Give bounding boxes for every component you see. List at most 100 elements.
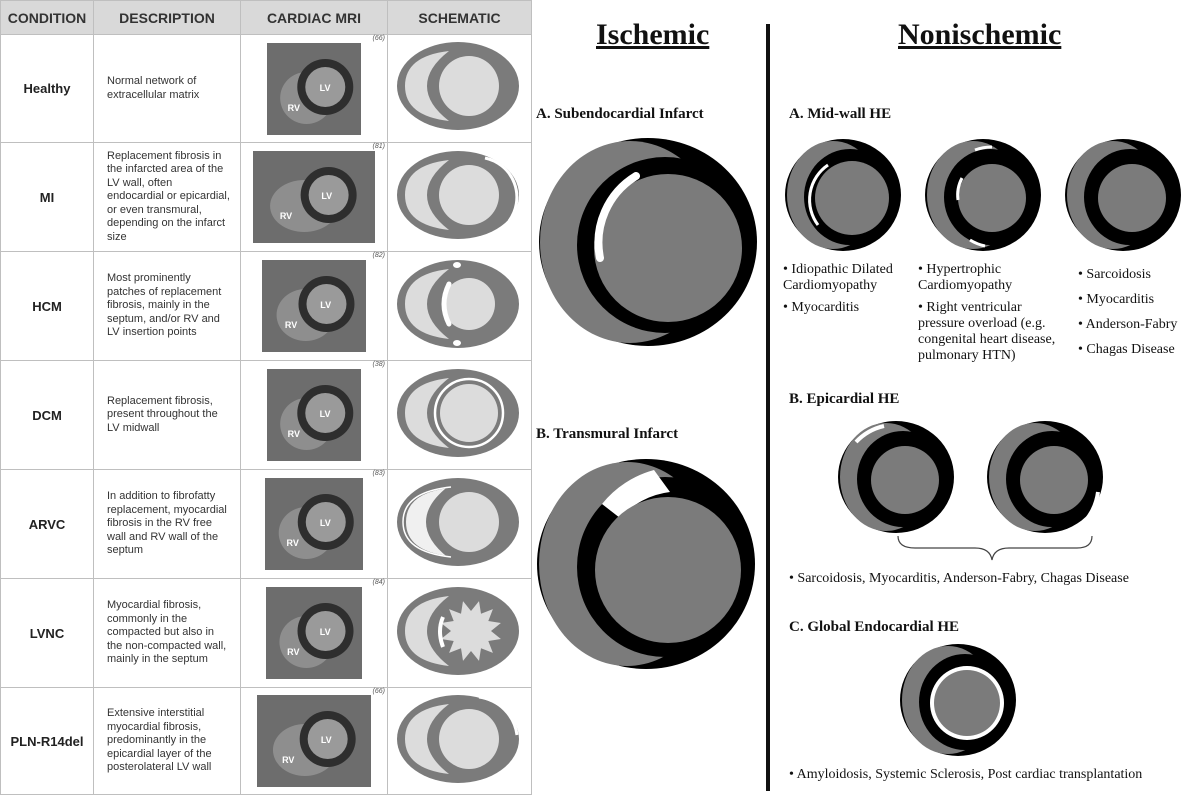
cardiac-mri-image: RV LV: [267, 369, 361, 461]
lv-label: LV: [320, 518, 331, 528]
mri-cell: (82) RV LV: [240, 251, 388, 361]
schematic-dcm-heart: [396, 368, 519, 457]
list-item: • Chagas Disease: [1078, 342, 1175, 357]
transmural-infarct-heart: [537, 459, 755, 669]
reference-number: (81): [372, 143, 385, 150]
nonischemic-title: Nonischemic: [898, 18, 1062, 51]
midwall-list-3: • Sarcoidosis • Myocarditis • Anderson-F…: [1078, 262, 1177, 362]
list-item: • Myocarditis: [783, 300, 860, 315]
list-item: pulmonary HTN): [918, 348, 1016, 363]
list-item: • Hypertrophic: [918, 262, 1002, 277]
rv-label: RV: [288, 429, 300, 439]
schematic-cell: [387, 360, 532, 470]
cardiac-mri-image: RV LV: [262, 260, 366, 352]
condition-cell: LVNC: [0, 578, 94, 688]
schematic-mi-heart: [396, 150, 519, 239]
lv-label: LV: [320, 627, 331, 637]
lv-label: LV: [320, 409, 331, 419]
mri-cell: (84) RV LV: [240, 578, 388, 688]
header-condition: CONDITION: [0, 0, 94, 35]
condition-cell: DCM: [0, 360, 94, 470]
mri-cell: (81) RV LV: [240, 142, 388, 252]
list-item: Cardiomyopathy: [918, 278, 1013, 293]
lv-label: LV: [321, 735, 332, 745]
list-item: • Anderson-Fabry: [1078, 317, 1178, 332]
table-header-row: CONDITION DESCRIPTION CARDIAC MRI SCHEMA…: [0, 0, 532, 35]
list-item: • Myocarditis: [1078, 292, 1155, 307]
transmural-infarct-label: B. Transmural Infarct: [536, 426, 679, 442]
list-item: Cardiomyopathy: [783, 278, 878, 293]
list-item: • Right ventricular: [918, 300, 1022, 315]
header-description: DESCRIPTION: [93, 0, 241, 35]
rv-label: RV: [288, 103, 300, 113]
condition-cell: HCM: [0, 251, 94, 361]
lv-label: LV: [320, 83, 331, 93]
rv-label: RV: [287, 647, 299, 657]
condition-cell: Healthy: [0, 34, 94, 143]
description-cell: Extensive interstitial myocardial fibros…: [93, 687, 241, 795]
mri-cell: (83) RV LV: [240, 469, 388, 579]
rv-label: RV: [280, 211, 292, 221]
mri-cell: (38) RV LV: [240, 360, 388, 470]
reference-number: (83): [372, 470, 385, 477]
midwall-heart-3: [1065, 139, 1181, 251]
reference-number: (82): [372, 252, 385, 259]
description-cell: Replacement fibrosis in the infarcted ar…: [93, 142, 241, 252]
midwall-heart-2: [925, 139, 1041, 251]
epicardial-brace: [897, 535, 1093, 561]
schematic-cell: [387, 687, 532, 795]
rv-label: RV: [285, 320, 297, 330]
ischemic-title: Ischemic: [596, 18, 710, 51]
column-divider: [766, 24, 770, 791]
header-cardiac-mri: CARDIAC MRI: [240, 0, 388, 35]
list-item: • Sarcoidosis: [1078, 267, 1151, 282]
epicardial-heart-2: [987, 421, 1103, 533]
cardiac-mri-image: RV LV: [266, 587, 362, 679]
schematic-hcm-heart: [396, 259, 519, 348]
schematic-cell: [387, 469, 532, 579]
global-endocardial-he-label: C. Global Endocardial HE: [789, 619, 960, 635]
reference-number: (84): [372, 579, 385, 586]
condition-cell: MI: [0, 142, 94, 252]
condition-table: CONDITION DESCRIPTION CARDIAC MRI SCHEMA…: [0, 0, 532, 795]
global-endocardial-list: • Amyloidosis, Systemic Sclerosis, Post …: [789, 767, 1143, 782]
schematic-lvnc-heart: [396, 586, 519, 675]
cardiac-mri-image: RV LV: [265, 478, 363, 570]
rv-label: RV: [287, 538, 299, 548]
lv-label: LV: [320, 300, 331, 310]
epicardial-list: • Sarcoidosis, Myocarditis, Anderson-Fab…: [789, 571, 1129, 586]
epicardial-he-label: B. Epicardial HE: [789, 391, 900, 407]
list-item: pressure overload (e.g.: [918, 316, 1046, 331]
global-endocardial-heart: [900, 644, 1016, 756]
header-schematic: SCHEMATIC: [387, 0, 532, 35]
description-cell: Myocardial fibrosis, commonly in the com…: [93, 578, 241, 688]
description-cell: Replacement fibrosis, present throughout…: [93, 360, 241, 470]
subendocardial-infarct-heart: [539, 138, 757, 346]
list-item: congenital heart disease,: [918, 332, 1056, 347]
description-cell: In addition to fibrofatty replacement, m…: [93, 469, 241, 579]
schematic-cell: [387, 578, 532, 688]
condition-cell: ARVC: [0, 469, 94, 579]
schematic-pln-r14del-heart: [396, 694, 519, 783]
cardiac-mri-image: RV LV: [253, 151, 375, 243]
midwall-list-1: • Idiopathic Dilated Cardiomyopathy • My…: [783, 262, 893, 316]
cardiac-mri-image: RV LV: [267, 42, 361, 135]
description-cell: Most prominently patches of replacement …: [93, 251, 241, 361]
reference-number: (38): [372, 361, 385, 368]
schematic-cell: [387, 142, 532, 252]
schematic-cell: [387, 34, 532, 143]
schematic-cell: [387, 251, 532, 361]
subendocardial-infarct-label: A. Subendocardial Infarct: [536, 106, 704, 122]
lv-label: LV: [321, 191, 332, 201]
reference-number: (66): [372, 688, 385, 695]
